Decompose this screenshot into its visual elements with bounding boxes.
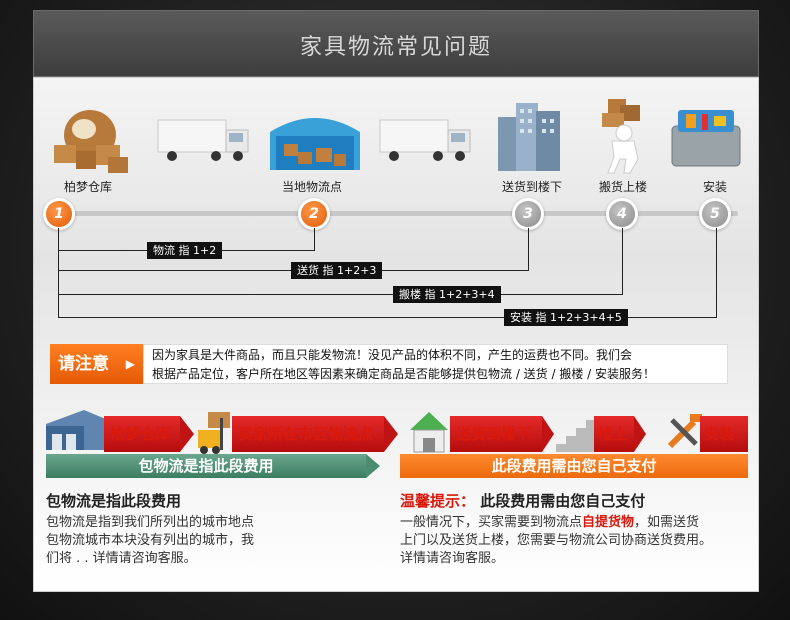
tip-heading-text: 此段费用需由您自己支付 bbox=[480, 492, 646, 510]
fee-tag-stairs: 搬楼 指 1+2+3+4 bbox=[393, 286, 501, 303]
banner-upstairs-label: 楼上 bbox=[598, 425, 629, 443]
step-5-marker: 5 bbox=[702, 201, 728, 227]
right-para-line-3: 详情请咨询客服。 bbox=[400, 551, 505, 566]
station-label-upstairs: 搬货上楼 bbox=[598, 180, 647, 194]
left-para-line-2: 包物流城市本块没有列出的城市，我 bbox=[46, 533, 255, 548]
banner-arrow-4 bbox=[634, 416, 646, 452]
bracket-line-4 bbox=[58, 317, 717, 318]
left-paragraph: 包物流是指到我们所列出的城市地点 包物流城市本块没有列出的城市，我 们将 . .… bbox=[46, 514, 286, 568]
left-heading: 包物流是指此段费用 bbox=[46, 492, 182, 510]
warehouse-boxes-icon bbox=[54, 110, 128, 173]
bracket-end-2 bbox=[314, 228, 315, 251]
notice-line-2: 根据产品定位，客户所在地区等因素来确定商品是否能够提供包物流 / 送货 / 搬楼… bbox=[152, 367, 656, 381]
banner-install: 安装 bbox=[700, 416, 748, 452]
banner-delivery: 送货到楼下 bbox=[450, 416, 542, 452]
tip-label: 温馨提示： bbox=[400, 492, 476, 510]
notice-text-box: 因为家具是大件商品，而且只能发物流！没见产品的体积不同，产生的运费也不同。我们会… bbox=[143, 344, 728, 384]
right-para-line-2: 上门以及送货上楼，您需要与物流公司协商送货费用。 bbox=[400, 533, 713, 548]
banner-arrow-1 bbox=[180, 416, 194, 452]
bar-self-pay: 此段费用需由您自己支付 bbox=[400, 454, 748, 478]
right-paragraph: 一般情况下，买家需要到物流点自提货物，如需送货 上门以及送货上楼，您需要与物流公… bbox=[400, 514, 748, 568]
station-label-logistics-point: 当地物流点 bbox=[281, 180, 342, 194]
content-panel bbox=[33, 77, 759, 592]
forklift-icon bbox=[198, 412, 230, 454]
banner-install-label: 安装 bbox=[704, 425, 735, 443]
stairs-icon bbox=[556, 420, 596, 452]
banner-buyer-logistics: 买家所在市区物流点 bbox=[232, 416, 384, 452]
bar-included-fee: 包物流是指此段费用 bbox=[46, 454, 366, 478]
step-3-marker: 3 bbox=[515, 201, 541, 227]
station-label-warehouse: 柏梦仓库 bbox=[63, 180, 112, 194]
station-label-downstairs: 送货到楼下 bbox=[501, 180, 562, 194]
banner-warehouse: 柏梦仓库 bbox=[104, 416, 180, 452]
banner-upstairs: 楼上 bbox=[594, 416, 634, 452]
tools-icon bbox=[667, 414, 702, 449]
bar-green-arrow bbox=[366, 454, 380, 478]
fee-tag-logistics: 物流 指 1+2 bbox=[147, 242, 223, 259]
warehouse-building-icon bbox=[46, 410, 108, 450]
notice-tag-label: 请注意 bbox=[58, 354, 109, 374]
header-bar: 家具物流常见问题 bbox=[33, 10, 759, 77]
truck-icon bbox=[157, 119, 249, 161]
banner-warehouse-label: 柏梦仓库 bbox=[110, 425, 171, 443]
fee-tag-delivery: 送货 指 1+2+3 bbox=[291, 262, 383, 279]
banner-buyer-logistics-label: 买家所在市区物流点 bbox=[238, 425, 374, 443]
banner-delivery-label: 送货到楼下 bbox=[456, 425, 532, 443]
page-title: 家具物流常见问题 bbox=[299, 35, 492, 60]
notice-line-1: 因为家具是大件商品，而且只能发物流！没见产品的体积不同，产生的运费也不同。我们会 bbox=[152, 348, 633, 362]
timeline-track bbox=[58, 211, 738, 216]
logistics-station-icon bbox=[270, 118, 360, 170]
bracket-end-5 bbox=[716, 228, 717, 318]
self-pickup-highlight: 自提货物 bbox=[582, 515, 635, 530]
notice-tag: 请注意 ▶ bbox=[50, 344, 143, 384]
left-para-line-1: 包物流是指到我们所列出的城市地点 bbox=[46, 515, 255, 530]
toolbox-icon bbox=[671, 110, 741, 167]
station-label-install: 安装 bbox=[702, 180, 727, 194]
bracket-line-3 bbox=[58, 294, 623, 295]
buildings-icon bbox=[498, 103, 560, 171]
play-arrow-icon: ▶ bbox=[125, 357, 135, 371]
banner-arrow-3 bbox=[542, 416, 554, 452]
step-1-marker: 1 bbox=[46, 201, 72, 227]
step-2-marker: 2 bbox=[301, 201, 327, 227]
right-para-1a: 一般情况下，买家需要到物流点 bbox=[400, 515, 583, 530]
right-heading: 温馨提示： 此段费用需由您自己支付 bbox=[400, 490, 645, 511]
truck-icon-2 bbox=[379, 119, 471, 161]
right-para-line-1: 一般情况下，买家需要到物流点自提货物，如需送货 bbox=[400, 514, 748, 532]
fee-tag-install: 安装 指 1+2+3+4+5 bbox=[504, 309, 628, 326]
house-icon bbox=[410, 412, 448, 453]
bracket-end-3 bbox=[528, 228, 529, 271]
bracket-end-4 bbox=[622, 228, 623, 295]
right-para-1c: ，如需送货 bbox=[634, 515, 700, 530]
step-4-marker: 4 bbox=[609, 201, 635, 227]
carrying-person-icon bbox=[602, 99, 640, 174]
banner-arrow-2 bbox=[384, 416, 398, 452]
left-para-line-3: 们将 . . 详情请咨询客服。 bbox=[46, 551, 197, 566]
bracket-start-line bbox=[58, 228, 59, 318]
